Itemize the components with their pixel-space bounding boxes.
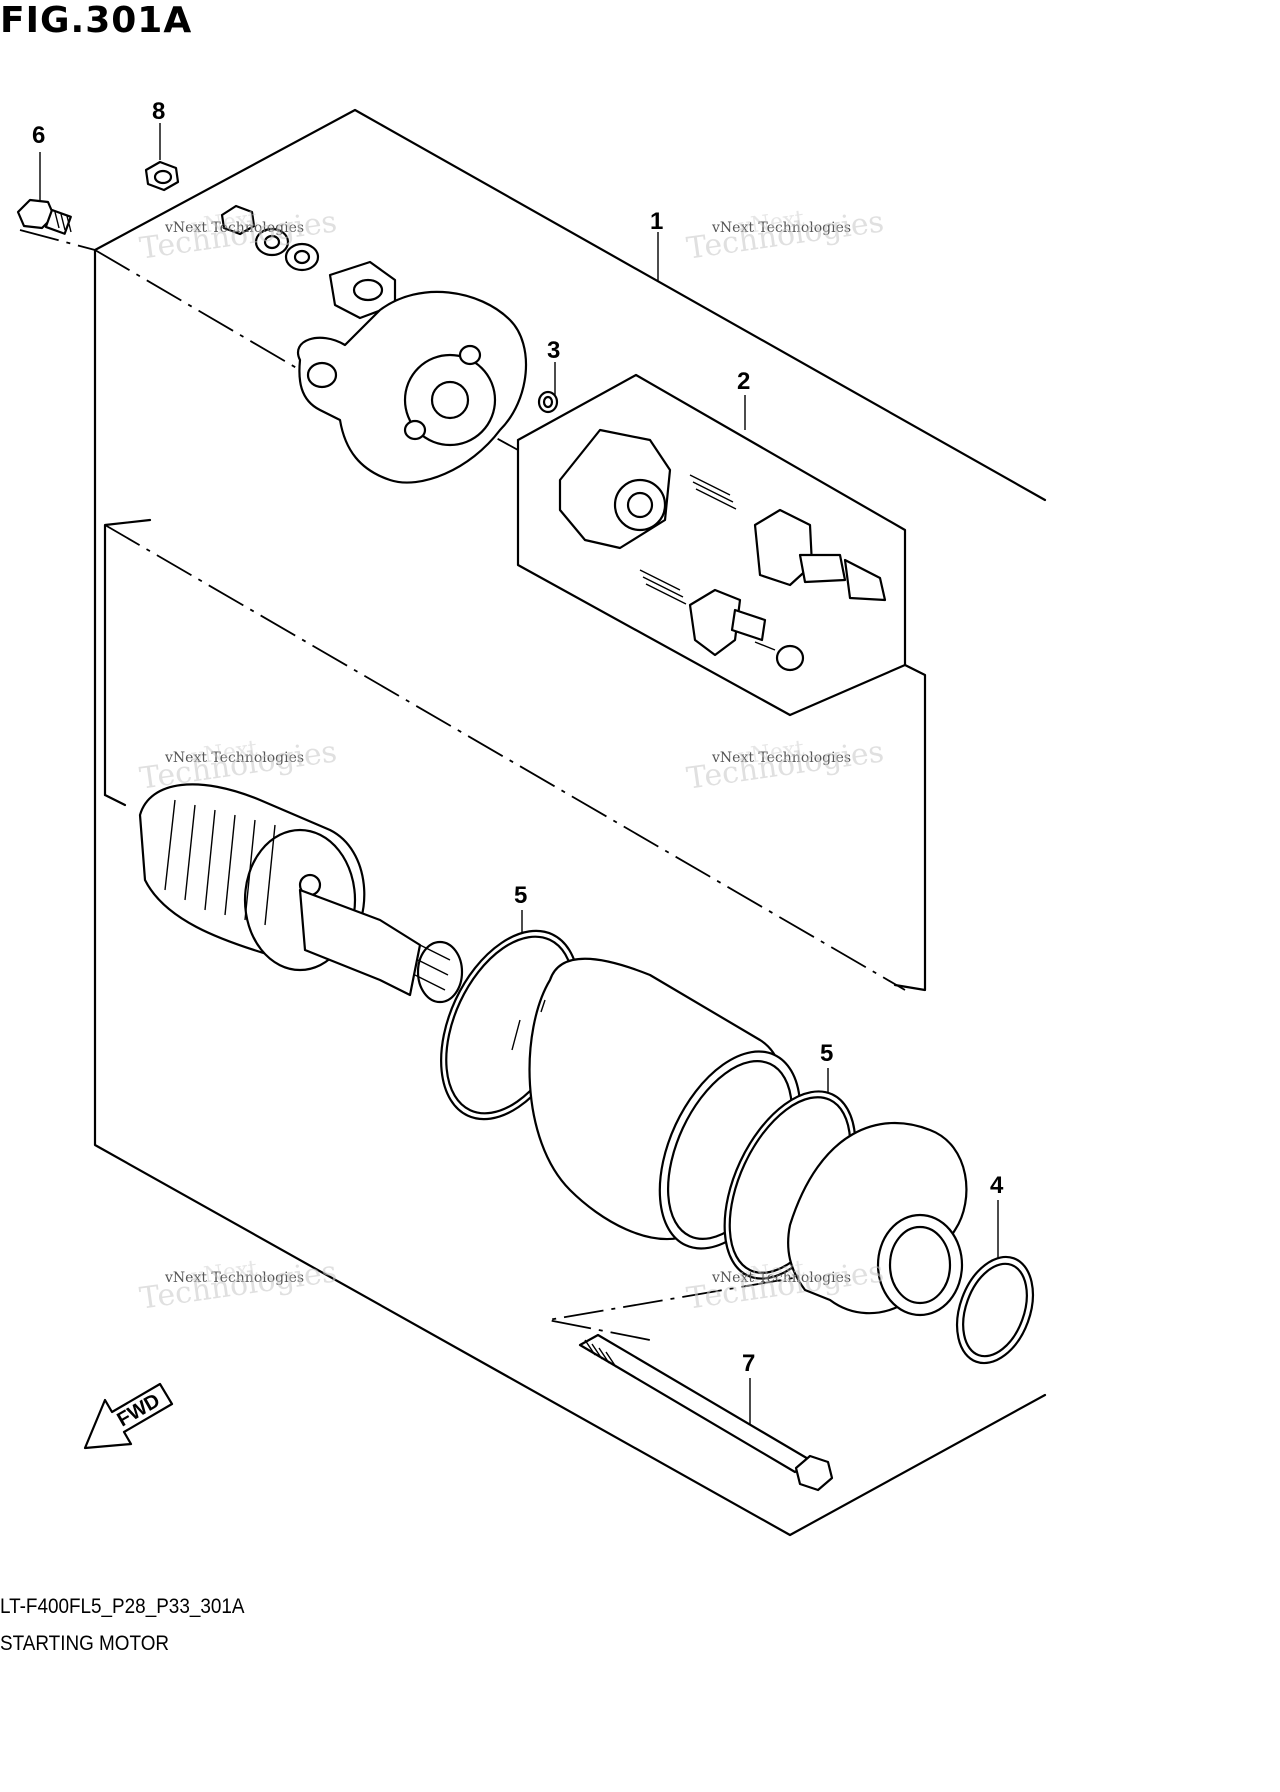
callout-5-left: 5 [514, 882, 528, 909]
through-bolt-6 [578, 1333, 834, 1492]
figure-code: LT-F400FL5_P28_P33_301A [0, 1595, 245, 1618]
brush-holder-set-2 [558, 428, 887, 672]
callout-5-right: 5 [820, 1040, 834, 1067]
assembly-2-outline [516, 373, 907, 717]
rear-cover [297, 290, 528, 484]
assembly-1-outline [93, 108, 1047, 1537]
o-ring-3 [537, 390, 559, 414]
washers [220, 204, 320, 272]
callout-8: 8 [152, 98, 166, 125]
callout-3: 3 [547, 337, 561, 364]
nut-8 [144, 160, 180, 192]
fwd-arrow: FWD [83, 1382, 174, 1450]
callout-6: 7 [742, 1350, 756, 1377]
callout-4: 4 [990, 1172, 1004, 1199]
front-cover [787, 1121, 968, 1317]
bolt-7 [16, 198, 72, 235]
figure-title: FIG.301A [0, 0, 193, 41]
callout-1: 1 [650, 208, 664, 235]
callout-2: 2 [737, 368, 751, 395]
o-ring-4 [956, 1255, 1034, 1365]
callout-7: 6 [32, 122, 46, 149]
armature [138, 783, 464, 1004]
figure-name: STARTING MOTOR [0, 1632, 170, 1655]
